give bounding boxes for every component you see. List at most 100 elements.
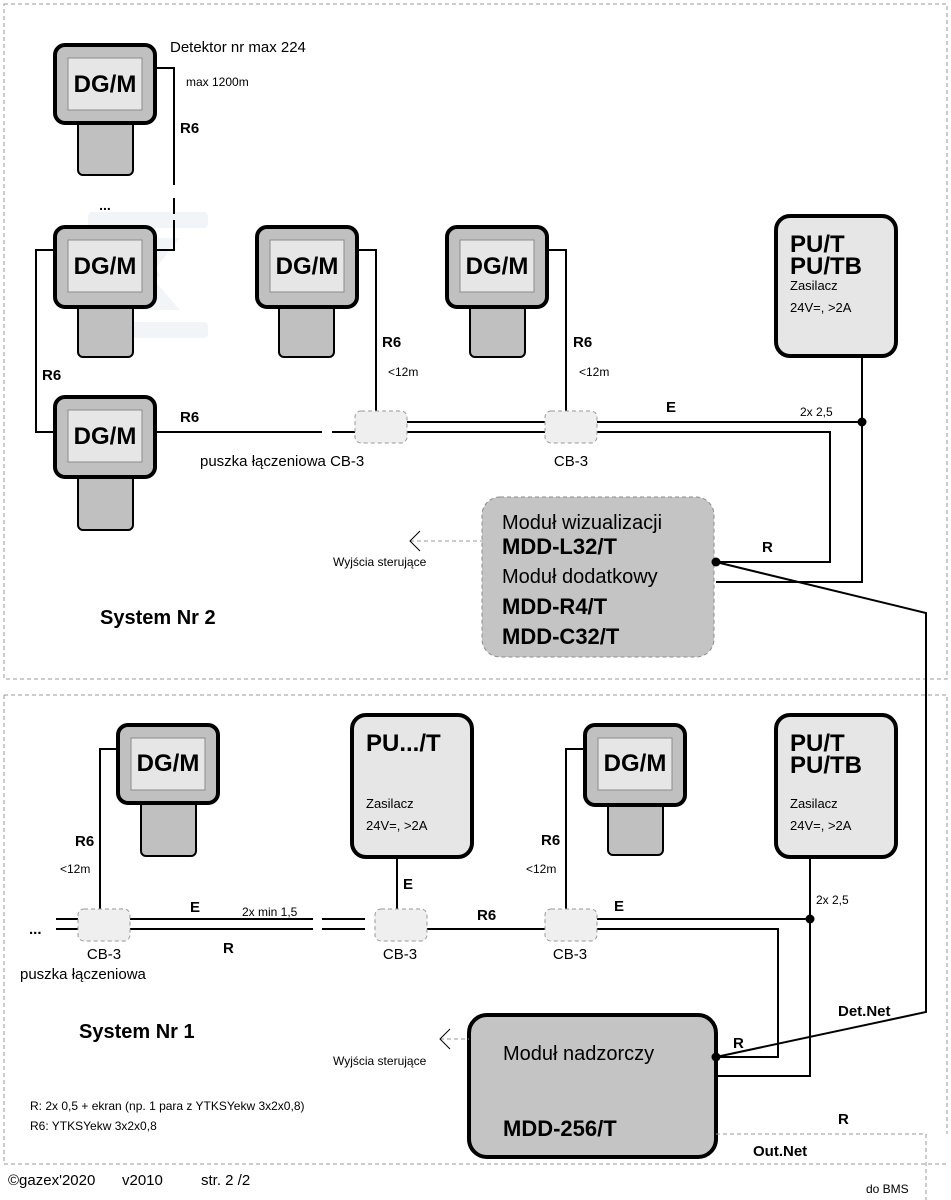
detector-label: DG/M	[466, 253, 529, 280]
length-label: <12m	[388, 365, 418, 379]
module-line: Moduł wizualizacji	[502, 512, 662, 534]
power-supply-model: PU/T	[790, 730, 845, 757]
bus-r-line-right	[597, 928, 779, 1058]
junction-box-label: CB-3	[383, 946, 417, 963]
r6-wire-mid	[357, 249, 377, 412]
cable-label-r6: R6	[75, 833, 94, 850]
junction-box-label: CB-3	[553, 946, 587, 963]
cable-label-r6: R6	[541, 832, 560, 849]
power-supply-pu-generic[interactable]: PU.../T Zasilacz 24V=, >2A	[350, 713, 474, 859]
cable-label-e: E	[614, 898, 624, 915]
cable-label-r6: R6	[477, 907, 496, 924]
cable-spec-label: 2x 2,5	[816, 893, 849, 907]
detector-label: DG/M	[137, 750, 200, 777]
cable-label-r: R	[838, 1111, 849, 1128]
cable-label-e: E	[190, 899, 200, 916]
detector-dgm[interactable]: DG/M	[116, 723, 220, 857]
power-supply-pu[interactable]: PU/T PU/TB Zasilacz 24V=, >2A	[774, 214, 898, 358]
det-net-label: Det.Net	[838, 1003, 891, 1020]
detector-dgm[interactable]: DG/M	[53, 43, 157, 176]
power-supply-model: PU/TB	[790, 752, 862, 779]
r6-wire-right	[547, 249, 567, 412]
junction-box-label: CB-3	[87, 946, 121, 963]
power-supply-model: PU.../T	[366, 730, 441, 757]
cable-label-r6: R6	[382, 334, 401, 351]
module-model: MDD-R4/T	[502, 594, 608, 619]
power-supply-model: PU/TB	[790, 253, 862, 280]
out-net-label: Out.Net	[753, 1143, 807, 1160]
module-model: MDD-C32/T	[502, 624, 620, 649]
supervisory-module[interactable]: Moduł nadzorczy MDD-256/T	[467, 1013, 718, 1159]
detector-dgm[interactable]: DG/M	[255, 225, 359, 358]
cable-label-r6: R6	[180, 409, 199, 426]
detector-max-label: Detektor nr max 224	[170, 39, 306, 56]
system1-frame	[3, 694, 948, 1165]
cable-label-r: R	[762, 539, 773, 556]
system2-frame	[3, 3, 948, 680]
cable-label-r6: R6	[42, 367, 61, 384]
power-supply-spec: 24V=, >2A	[366, 818, 428, 833]
power-wire	[716, 857, 811, 1077]
cable-label-r6: R6	[180, 120, 199, 137]
cable-label-r: R	[223, 940, 234, 957]
cable-label-e: E	[403, 876, 413, 893]
detector-dgm[interactable]: DG/M	[583, 723, 687, 856]
power-supply-name: Zasilacz	[366, 796, 414, 811]
detector-label: DG/M	[74, 71, 137, 98]
junction-dot	[857, 417, 867, 427]
junction-box-cb3[interactable]	[544, 410, 598, 444]
outputs-label: Wyjścia sterujące	[333, 1054, 427, 1068]
cable-label-r6: R6	[573, 334, 592, 351]
connection-dot	[711, 1052, 721, 1062]
junction-box-cb3[interactable]	[77, 908, 131, 942]
detector-label: DG/M	[276, 253, 339, 280]
power-supply-pu[interactable]: PU/T PU/TB Zasilacz 24V=, >2A	[774, 713, 898, 859]
max-length-label: max 1200m	[186, 75, 249, 89]
page-number: str. 2 /2	[201, 1172, 250, 1189]
r6-wire-right	[565, 748, 585, 909]
power-supply-spec: 24V=, >2A	[790, 818, 852, 833]
module-line: Moduł dodatkowy	[502, 566, 658, 588]
junction-box-label: puszka łączeniowa CB-3	[200, 453, 364, 470]
power-supply-model: PU/T	[790, 231, 845, 258]
detector-label: DG/M	[604, 750, 667, 777]
r6-wire-top-continued	[155, 198, 175, 251]
detector-label: DG/M	[74, 253, 137, 280]
system-title: System Nr 1	[79, 1021, 195, 1043]
system-title: System Nr 2	[100, 607, 216, 629]
length-label: <12m	[60, 862, 90, 876]
r6-wire-top	[155, 67, 175, 185]
legend-line: R: 2x 0,5 + ekran (np. 1 para z YTKSYekw…	[30, 1099, 304, 1113]
to-bms-label: do BMS	[866, 1182, 909, 1196]
visualization-module[interactable]: Moduł wizualizacji MDD-L32/T Moduł dodat…	[481, 496, 715, 658]
detector-dgm[interactable]: DG/M	[53, 225, 157, 358]
junction-box-sublabel: puszka łączeniowa	[20, 966, 147, 983]
junction-box-label: CB-3	[554, 453, 588, 470]
module-model: MDD-L32/T	[502, 534, 617, 559]
legend-line: R6: YTKSYekw 3x2x0,8	[30, 1119, 157, 1133]
power-supply-spec: 24V=, >2A	[790, 300, 852, 315]
outputs-label: Wyjścia sterujące	[333, 555, 427, 569]
length-label: <12m	[579, 365, 609, 379]
ellipsis: ...	[99, 197, 111, 213]
r6-wire-left-loop	[35, 249, 55, 433]
length-label: <12m	[526, 862, 556, 876]
cable-spec-label: 2x 2,5	[800, 405, 833, 419]
cable-label-r: R	[733, 1035, 744, 1052]
bus-r-line	[407, 431, 831, 563]
junction-box-cb3[interactable]	[544, 908, 598, 942]
junction-box-cb3[interactable]	[374, 908, 428, 942]
cable-spec-label: 2x min 1,5	[242, 905, 298, 919]
det-net-wire	[715, 561, 927, 1058]
outputs-arrow-icon	[409, 530, 421, 552]
outputs-arrow-icon	[439, 1028, 451, 1050]
detector-dgm[interactable]: DG/M	[53, 395, 157, 531]
module-name: Moduł nadzorczy	[503, 1043, 654, 1065]
detector-label: DG/M	[74, 423, 137, 450]
junction-box-cb3[interactable]	[354, 410, 408, 444]
detector-dgm[interactable]: DG/M	[445, 225, 549, 358]
module-model: MDD-256/T	[503, 1116, 617, 1141]
power-supply-name: Zasilacz	[790, 278, 838, 293]
ellipsis: ...	[29, 921, 42, 938]
